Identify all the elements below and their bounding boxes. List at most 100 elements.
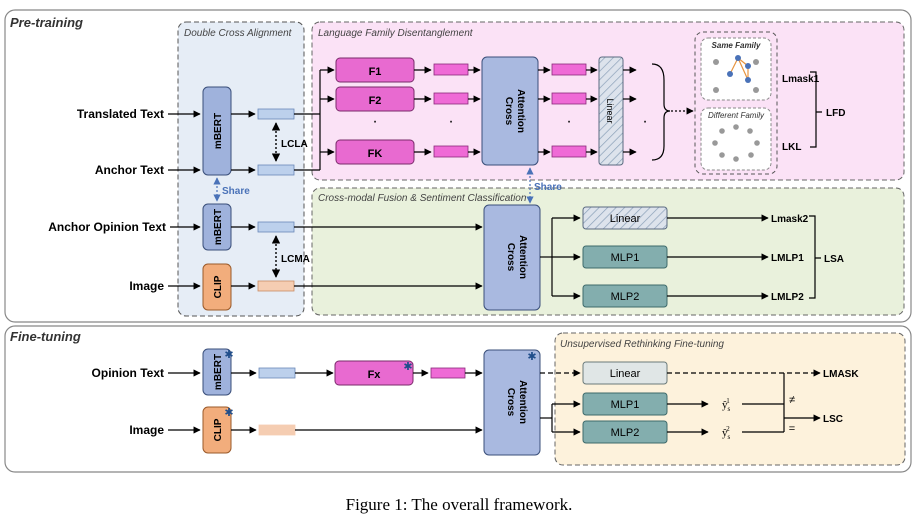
clip-label: CLIP <box>213 275 224 298</box>
u-feature-k <box>551 145 587 158</box>
mbert-encoder-ft <box>202 348 232 396</box>
linear-lfd <box>598 56 624 166</box>
cmf-feed <box>294 223 483 290</box>
f-feature-1 <box>433 63 469 76</box>
eq-symbol: = <box>789 423 795 435</box>
mbert-label-top: mBERT <box>213 113 224 149</box>
finetuning-frame <box>4 325 912 473</box>
p-dots: · <box>642 113 647 130</box>
mlp1-loss: LMLP1 <box>771 253 804 264</box>
f-feature-2 <box>433 92 469 105</box>
linear-to-p-arrows <box>623 66 637 156</box>
sc-loss: LSC <box>823 414 843 425</box>
clip-encoder <box>202 263 232 311</box>
neq-symbol: ≠ <box>789 394 795 406</box>
u-feature-1 <box>551 63 587 76</box>
cluster-container <box>694 31 778 175</box>
cluster-same-label: Same Family <box>712 41 761 50</box>
input-arrows <box>168 110 201 434</box>
mlp1-cmf-label: MLP1 <box>611 252 640 264</box>
cross-attention-cmf-line1: Cross <box>505 243 516 272</box>
f-dots: · <box>448 113 453 130</box>
mask1-loss: Lmask1 <box>782 74 820 85</box>
finetuning-label: Fine-tuning <box>10 329 81 344</box>
ft-y-arrows <box>667 369 821 436</box>
dca-title: Double Cross Alignment <box>184 28 293 39</box>
feature-x-image <box>257 280 295 292</box>
cluster-same <box>700 37 772 101</box>
same-family-points <box>713 55 759 93</box>
frozen-icon-clip: ✱ <box>224 407 233 419</box>
ft-ca-feed <box>295 369 483 434</box>
different-family-points <box>712 124 760 162</box>
ca-to-u-arrows <box>538 66 551 156</box>
feature-image-ft <box>258 424 296 436</box>
u-dots: · <box>566 113 571 130</box>
feature-x-translated <box>257 108 295 120</box>
input-anchor-opinion: Anchor Opinion Text <box>48 220 166 234</box>
mask-loss: LMASK <box>823 369 859 380</box>
frozen-icon-fx: ✱ <box>403 361 412 373</box>
cross-attention-ft <box>483 349 541 456</box>
f-feature-k <box>433 145 469 158</box>
share-label-encoders: Share <box>222 186 250 197</box>
ft-encoder-arrows <box>231 369 257 434</box>
linear-cmf-label: Linear <box>610 213 641 225</box>
encoder-arrows <box>231 110 256 290</box>
input-anchor: Anchor Text <box>95 163 164 177</box>
pretraining-frame <box>4 9 912 323</box>
input-image: Image <box>129 279 164 293</box>
pretraining-label: Pre-training <box>10 15 83 30</box>
mlp2-cmf-label: MLP2 <box>611 291 640 303</box>
expert-fx-label: Fx <box>368 369 382 381</box>
urf-title: Unsupervised Rethinking Fine-tuning <box>560 339 724 350</box>
cmf-title: Cross-modal Fusion & Sentiment Classific… <box>318 193 527 204</box>
input-image-ft: Image <box>129 423 164 437</box>
cross-attention-cmf-line2: Attention <box>517 235 528 279</box>
frozen-icon-mbert: ✱ <box>224 349 233 361</box>
feature-fx-ft <box>430 367 466 379</box>
cross-attention-ft-line2: Attention <box>517 380 528 424</box>
expert-f2-label: F2 <box>369 95 382 107</box>
y-hat-2: ŷs2 <box>722 425 731 441</box>
cmf-heads-arrows <box>540 214 581 300</box>
lfd-feed <box>294 66 335 171</box>
figure-caption: Figure 1: The overall framework. <box>346 495 573 514</box>
p-brace <box>651 63 671 161</box>
sa-loss: LSA <box>824 254 844 265</box>
u-feature-2 <box>551 92 587 105</box>
expert-f1-label: F1 <box>369 66 382 78</box>
f-to-ca-arrows <box>468 66 481 156</box>
mlp1-ft-label: MLP1 <box>611 399 640 411</box>
lfd-loss: LFD <box>826 108 845 119</box>
u-to-linear-arrows <box>586 66 598 156</box>
mbert-label-ft: mBERT <box>213 354 224 390</box>
feature-opinion-ft <box>258 367 296 379</box>
cross-attention-ft-line1: Cross <box>505 388 516 417</box>
cross-attention-lfd <box>481 56 539 166</box>
share-label-ca: Share <box>534 182 562 193</box>
feature-x-anchor-opinion <box>257 221 295 233</box>
feature-x-anchor <box>257 164 295 176</box>
mlp2-ft-label: MLP2 <box>611 427 640 439</box>
cla-loss: LCLA <box>281 139 308 150</box>
input-opinion: Opinion Text <box>92 366 164 380</box>
expert-arrows <box>414 66 432 156</box>
input-translated: Translated Text <box>77 107 164 121</box>
cross-attention-lfd-line1: Cross <box>503 97 514 126</box>
ft-heads-arrows <box>540 369 581 436</box>
cma-loss: LCMA <box>281 254 310 265</box>
linear-lfd-label: Linear <box>605 98 615 123</box>
clip-label-ft: CLIP <box>213 418 224 441</box>
expert-dots: · <box>372 113 377 130</box>
mask2-loss: Lmask2 <box>771 214 809 225</box>
mlp2-loss: LMLP2 <box>771 292 804 303</box>
frozen-icon-ca: ✱ <box>527 351 536 363</box>
sa-brace <box>809 215 821 299</box>
mbert-encoder-top <box>202 86 232 176</box>
mbert-label-mid: mBERT <box>213 209 224 245</box>
cluster-different-label: Different Family <box>708 111 765 120</box>
cmf-loss-arrows <box>667 214 769 300</box>
